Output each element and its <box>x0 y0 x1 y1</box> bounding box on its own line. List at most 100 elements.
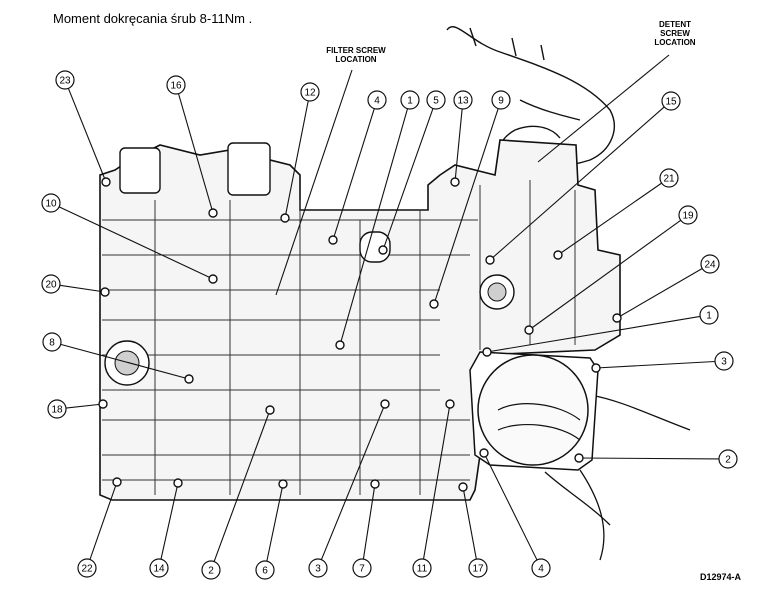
callout-number: 3 <box>315 564 321 575</box>
callout-circle <box>678 205 698 225</box>
callout-circle <box>367 90 387 110</box>
leader-c23 <box>67 88 107 183</box>
filter-label-line-1: FILTER SCREW <box>326 46 386 55</box>
callout-circle <box>491 90 511 110</box>
callout-number: 10 <box>45 199 57 210</box>
callout-number: 4 <box>538 564 544 575</box>
bolt-c6 <box>278 479 288 489</box>
leader-c10 <box>58 206 214 280</box>
bolt-c20 <box>100 287 110 297</box>
callout-circle <box>77 558 97 578</box>
callout-c5: 5 <box>426 90 446 110</box>
callout-c2a: 2 <box>718 449 738 469</box>
leader-c6 <box>266 483 284 562</box>
bolt-c19 <box>524 325 534 335</box>
callout-c13: 13 <box>453 90 473 110</box>
bolt-c11 <box>445 399 455 409</box>
bolt-c12 <box>280 213 290 223</box>
leader-c2a <box>578 457 720 460</box>
callout-number: 9 <box>498 96 504 107</box>
callout-c16: 16 <box>166 75 186 95</box>
callout-number: 19 <box>682 211 694 222</box>
callout-circle <box>300 82 320 102</box>
callout-c11: 11 <box>412 558 432 578</box>
callout-number: 4 <box>374 96 380 107</box>
callout-circle <box>255 560 275 580</box>
bolt-c15 <box>485 255 495 265</box>
callout-circle <box>149 558 169 578</box>
callout-number: 23 <box>59 76 71 87</box>
callout-circle <box>468 558 488 578</box>
leader-c13 <box>454 108 463 183</box>
callout-number: 3 <box>721 357 727 368</box>
separator-plate <box>469 351 599 471</box>
leader-c4a <box>332 108 375 241</box>
callout-c1a: 1 <box>400 90 420 110</box>
callout-circle <box>55 70 75 90</box>
bolt-c1a <box>335 340 345 350</box>
leader-c8 <box>60 343 190 380</box>
bolt-c5 <box>378 245 388 255</box>
leader-c2b <box>213 409 271 562</box>
callout-number: 5 <box>433 96 439 107</box>
callout-circle <box>412 558 432 578</box>
callout-c22: 22 <box>77 558 97 578</box>
filter-label-line-2: LOCATION <box>335 55 377 64</box>
bolt-c14 <box>173 478 183 488</box>
callout-circle <box>453 90 473 110</box>
callout-circle <box>659 168 679 188</box>
callout-c10: 10 <box>41 193 61 213</box>
callout-number: 7 <box>359 564 365 575</box>
bolt-c24 <box>612 313 622 323</box>
callout-circle <box>699 305 719 325</box>
leader-c17 <box>462 486 477 560</box>
callout-circle <box>352 558 372 578</box>
bolt-c18 <box>98 399 108 409</box>
callout-c24: 24 <box>700 254 720 274</box>
callout-circle <box>308 558 328 578</box>
leader-c18 <box>65 403 104 409</box>
callout-number: 2 <box>725 455 731 466</box>
callout-c21: 21 <box>659 168 679 188</box>
callout-circle <box>41 274 61 294</box>
page-title: Moment dokręcania śrub 8-11Nm . <box>53 11 253 26</box>
callout-number: 12 <box>304 88 316 99</box>
leader-c16 <box>177 93 214 214</box>
bolt-c23 <box>101 177 111 187</box>
callout-c15: 15 <box>661 91 681 111</box>
leader-c3a <box>595 360 716 369</box>
bolt-markers <box>98 177 622 492</box>
leader-c20 <box>59 284 106 293</box>
callout-c1b: 1 <box>699 305 719 325</box>
callout-circle <box>661 91 681 111</box>
bolt-c22 <box>112 477 122 487</box>
leader-c12 <box>284 100 309 219</box>
leader-c4b <box>483 452 538 561</box>
bolt-c21 <box>553 250 563 260</box>
callout-c17: 17 <box>468 558 488 578</box>
leader-c11 <box>422 403 451 560</box>
callout-c3a: 3 <box>714 351 734 371</box>
callout-number: 14 <box>153 564 165 575</box>
callout-number: 6 <box>262 566 268 577</box>
bolt-c17 <box>458 482 468 492</box>
callout-c3b: 3 <box>308 558 328 578</box>
bolt-c4a <box>328 235 338 245</box>
callout-number: 13 <box>457 96 469 107</box>
callout-c8: 8 <box>42 332 62 352</box>
leader-c24 <box>616 268 703 319</box>
leader-c15 <box>489 106 665 261</box>
callout-c9: 9 <box>491 90 511 110</box>
callout-circle <box>201 560 221 580</box>
bolt-c7 <box>370 479 380 489</box>
bolt-c8 <box>184 374 194 384</box>
detent-label-line-2: SCREW <box>660 29 690 38</box>
leader-c1b <box>486 315 701 353</box>
hand-illustration-top <box>446 26 615 167</box>
bolt-c2a <box>574 453 584 463</box>
hand-illustration-right <box>544 394 691 561</box>
callout-circle <box>714 351 734 371</box>
callout-c4a: 4 <box>367 90 387 110</box>
